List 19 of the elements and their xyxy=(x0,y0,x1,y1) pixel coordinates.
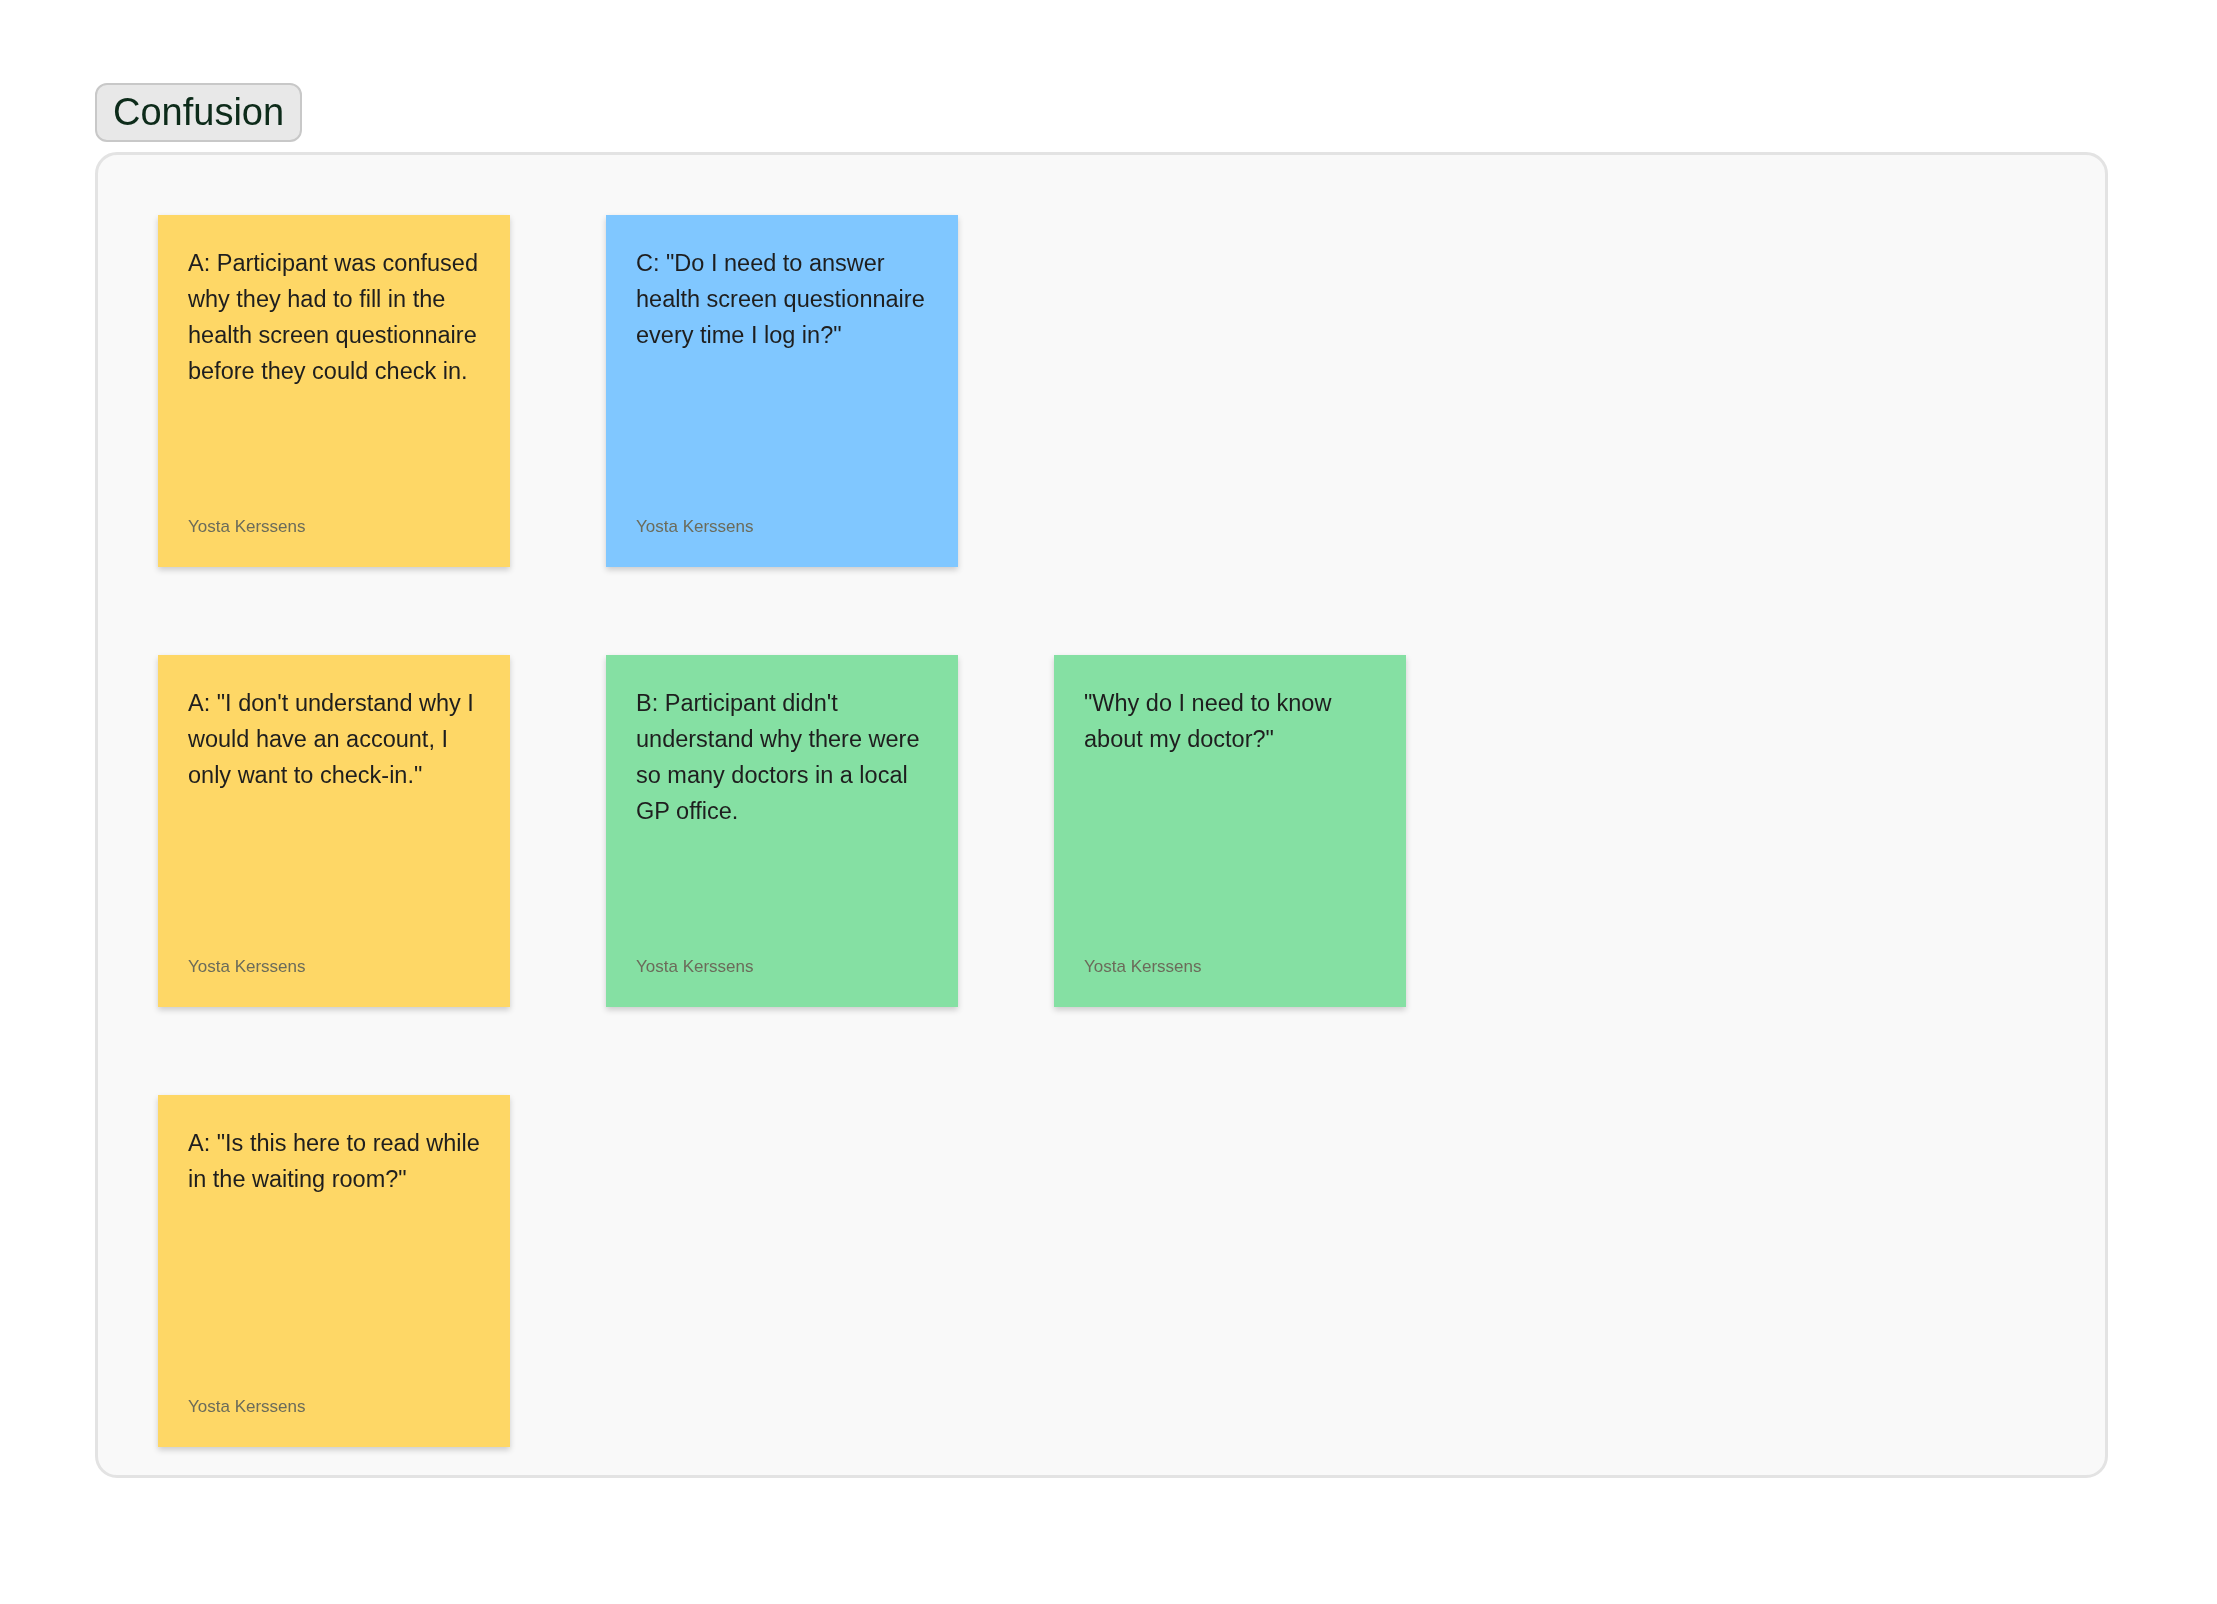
author-name: Yosta Kerssens xyxy=(636,517,754,537)
author-name: Yosta Kerssens xyxy=(188,957,306,977)
note-text: A: "I don't understand why I would have an account, I only want to check-in." xyxy=(188,689,475,790)
note-text: "Why do I need to know about my doctor?" xyxy=(1084,689,1333,754)
sticky-note xyxy=(606,655,958,1007)
author-name: Yosta Kerssens xyxy=(188,1397,306,1417)
sticky-note xyxy=(1054,655,1406,1007)
author-name: Yosta Kerssens xyxy=(1084,957,1202,977)
section-title: Confusion xyxy=(95,83,303,142)
sticky-note xyxy=(158,215,510,567)
note-text: A: Participant was confused why they had to fill in the health screen questionnaire before they could check in. xyxy=(188,249,479,386)
note-text: B: Participant didn't understand why there were so many doctors in a local GP office. xyxy=(636,689,921,826)
author-name: Yosta Kerssens xyxy=(636,957,754,977)
sticky-note xyxy=(606,215,958,567)
note-text: C: "Do I need to answer health screen questionnaire every time I log in?" xyxy=(636,249,926,350)
sticky-note xyxy=(158,1095,510,1447)
author-name: Yosta Kerssens xyxy=(188,517,306,537)
note-text: A: "Is this here to read while in the waiting room?" xyxy=(188,1129,481,1194)
sticky-note xyxy=(158,655,510,1007)
